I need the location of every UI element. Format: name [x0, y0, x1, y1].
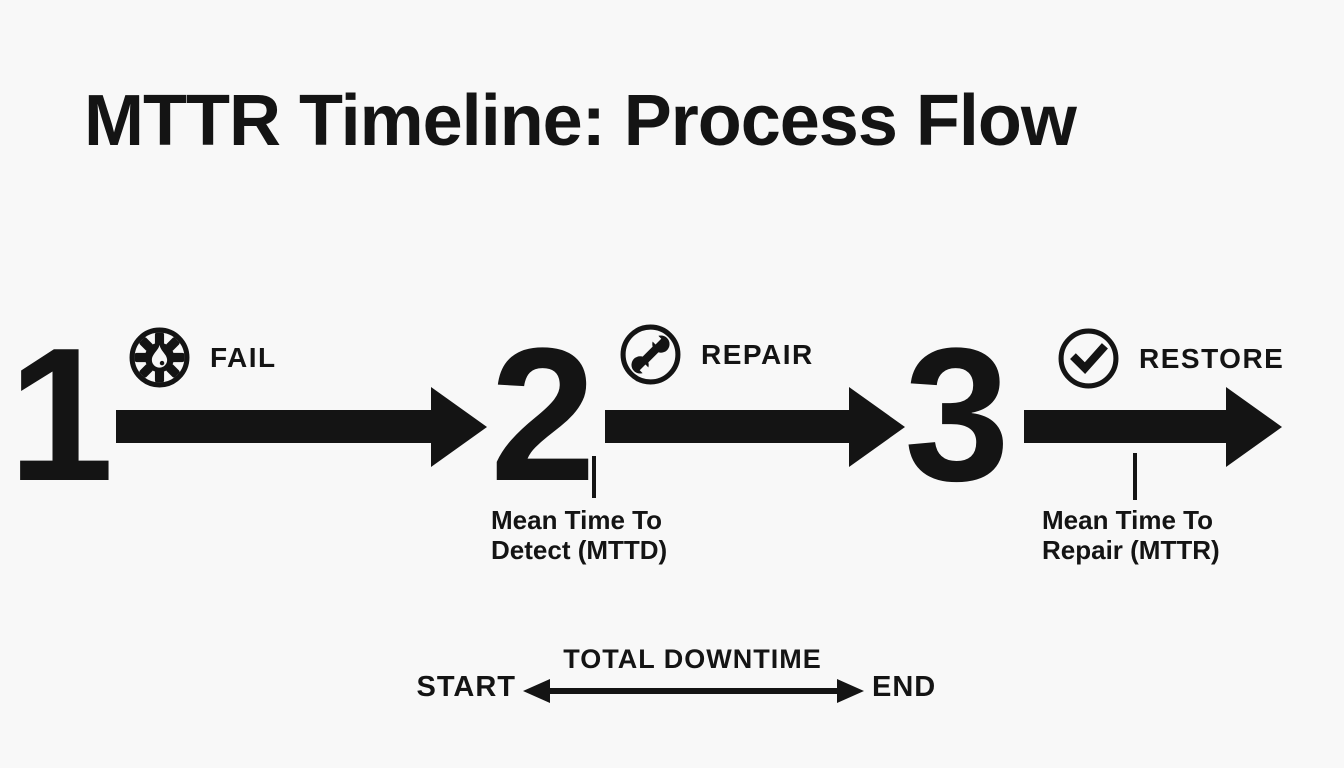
arrow-shaft: [605, 410, 853, 443]
step-2-label: REPAIR: [701, 338, 814, 370]
mttd-tick: [592, 456, 596, 498]
flow-arrow-3: [1024, 387, 1282, 467]
step-3-badge: RESTORE: [1056, 326, 1284, 391]
step-1-label: FAIL: [210, 341, 277, 373]
step-1-number: 1: [8, 309, 114, 521]
flow-arrow-2: [605, 387, 905, 467]
arrow-shaft: [543, 688, 844, 694]
arrow-head: [1226, 387, 1282, 467]
mttr-tick: [1133, 453, 1137, 500]
mttd-annotation: Mean Time To Detect (MTTD): [491, 505, 667, 565]
mttd-line-2: Detect (MTTD): [491, 535, 668, 565]
arrow-shaft: [116, 410, 435, 443]
step-3-number: 3: [904, 309, 1010, 521]
step-2-badge: REPAIR: [618, 322, 814, 387]
end-label: END: [872, 671, 937, 703]
wrench-icon: [620, 324, 681, 385]
gear-flame-icon: [129, 327, 190, 388]
mttr-line-2: Repair (MTTR): [1042, 535, 1220, 565]
arrow-head: [849, 387, 905, 467]
check-icon: [1058, 328, 1119, 389]
step-2-number: 2: [490, 309, 596, 521]
mttd-line-1: Mean Time To: [491, 505, 662, 535]
step-3-label: RESTORE: [1139, 342, 1285, 374]
arrow-shaft: [1024, 410, 1230, 443]
mttr-line-1: Mean Time To: [1042, 505, 1213, 535]
step-1-badge: FAIL: [127, 325, 277, 390]
mttr-annotation: Mean Time To Repair (MTTR): [1042, 505, 1220, 565]
downtime-double-arrow: [523, 679, 864, 703]
arrow-head: [431, 387, 487, 467]
page-title: MTTR Timeline: Process Flow: [84, 81, 1077, 161]
start-label: START: [416, 671, 516, 703]
flow-arrow-1: [116, 387, 487, 467]
arrow-head-right: [837, 679, 864, 703]
total-downtime-label: TOTAL DOWNTIME: [563, 644, 822, 674]
